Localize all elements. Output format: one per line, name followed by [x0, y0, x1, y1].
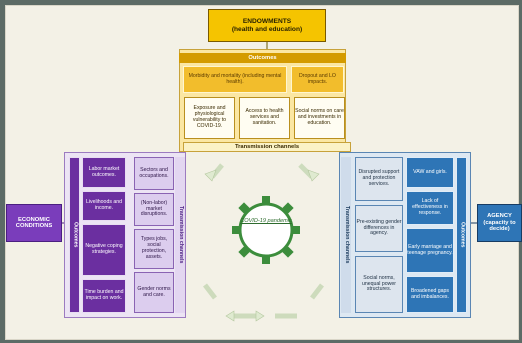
endowments-channel-2: Access to health services and sanitation… [239, 97, 290, 139]
endowments-channel-1: Exposure and physiological vulnerability… [184, 97, 235, 139]
economic-outcome-1: Labor market outcomes. [82, 157, 126, 188]
endowments-channel-3: Social norms on care and investments in … [294, 97, 345, 139]
economic-conditions-box: ECONOMIC CONDITIONS [6, 204, 62, 242]
agency-channel-1: Disrupted support and protection service… [355, 157, 403, 201]
agency-outcomes-label: Outcomes [456, 157, 467, 313]
endowments-box: ENDOWMENTS (health and education) [208, 9, 326, 42]
agency-outcome-4: Broadened gaps and imbalances. [406, 276, 454, 313]
economic-channel-4: Gender norms and care. [134, 272, 174, 313]
economic-outcomes-label: Outcomes [69, 157, 80, 313]
covid-virus-icon [232, 196, 300, 264]
economic-outcome-3: Negative coping strategies. [82, 224, 126, 276]
economic-outcome-2: Livelihoods and income. [82, 191, 126, 221]
agency-transmission-label: Transmission channels [341, 157, 351, 313]
agency-channel-2: Pre-existing gender differences in agenc… [355, 205, 403, 252]
endowments-transmission-label: Transmission channels [183, 142, 351, 152]
agency-outcome-3: Early marriage and teenage pregnancy. [406, 228, 454, 273]
economic-channel-3: Types jobs, social protection, assets. [134, 229, 174, 269]
endowments-outcomes-label: Outcomes [179, 53, 346, 63]
endowments-outcome-2: Dropout and LO impacts. [291, 66, 344, 93]
covid-label: COVID-19 pandemic [240, 218, 292, 224]
economic-outcome-4: Time burden and impact on work. [82, 279, 126, 313]
agency-box: AGENCY (capacity to decide) [477, 204, 522, 242]
agency-outcome-1: VAW and girls. [406, 157, 454, 188]
endowments-title: ENDOWMENTS [242, 18, 292, 26]
economic-channel-2: (Non-labor) market disruptions. [134, 193, 174, 226]
economic-transmission-label: Transmission channels [175, 157, 185, 313]
economic-channel-1: Sectors and occupations. [134, 157, 174, 190]
endowments-outcome-1: Morbidity and mortality (including menta… [183, 66, 287, 93]
agency-channel-3: Social norms, unequal power structures. [355, 256, 403, 313]
endowments-subtitle: (health and education) [231, 25, 303, 33]
agency-outcome-2: Lack of effectiveness in response. [406, 191, 454, 225]
